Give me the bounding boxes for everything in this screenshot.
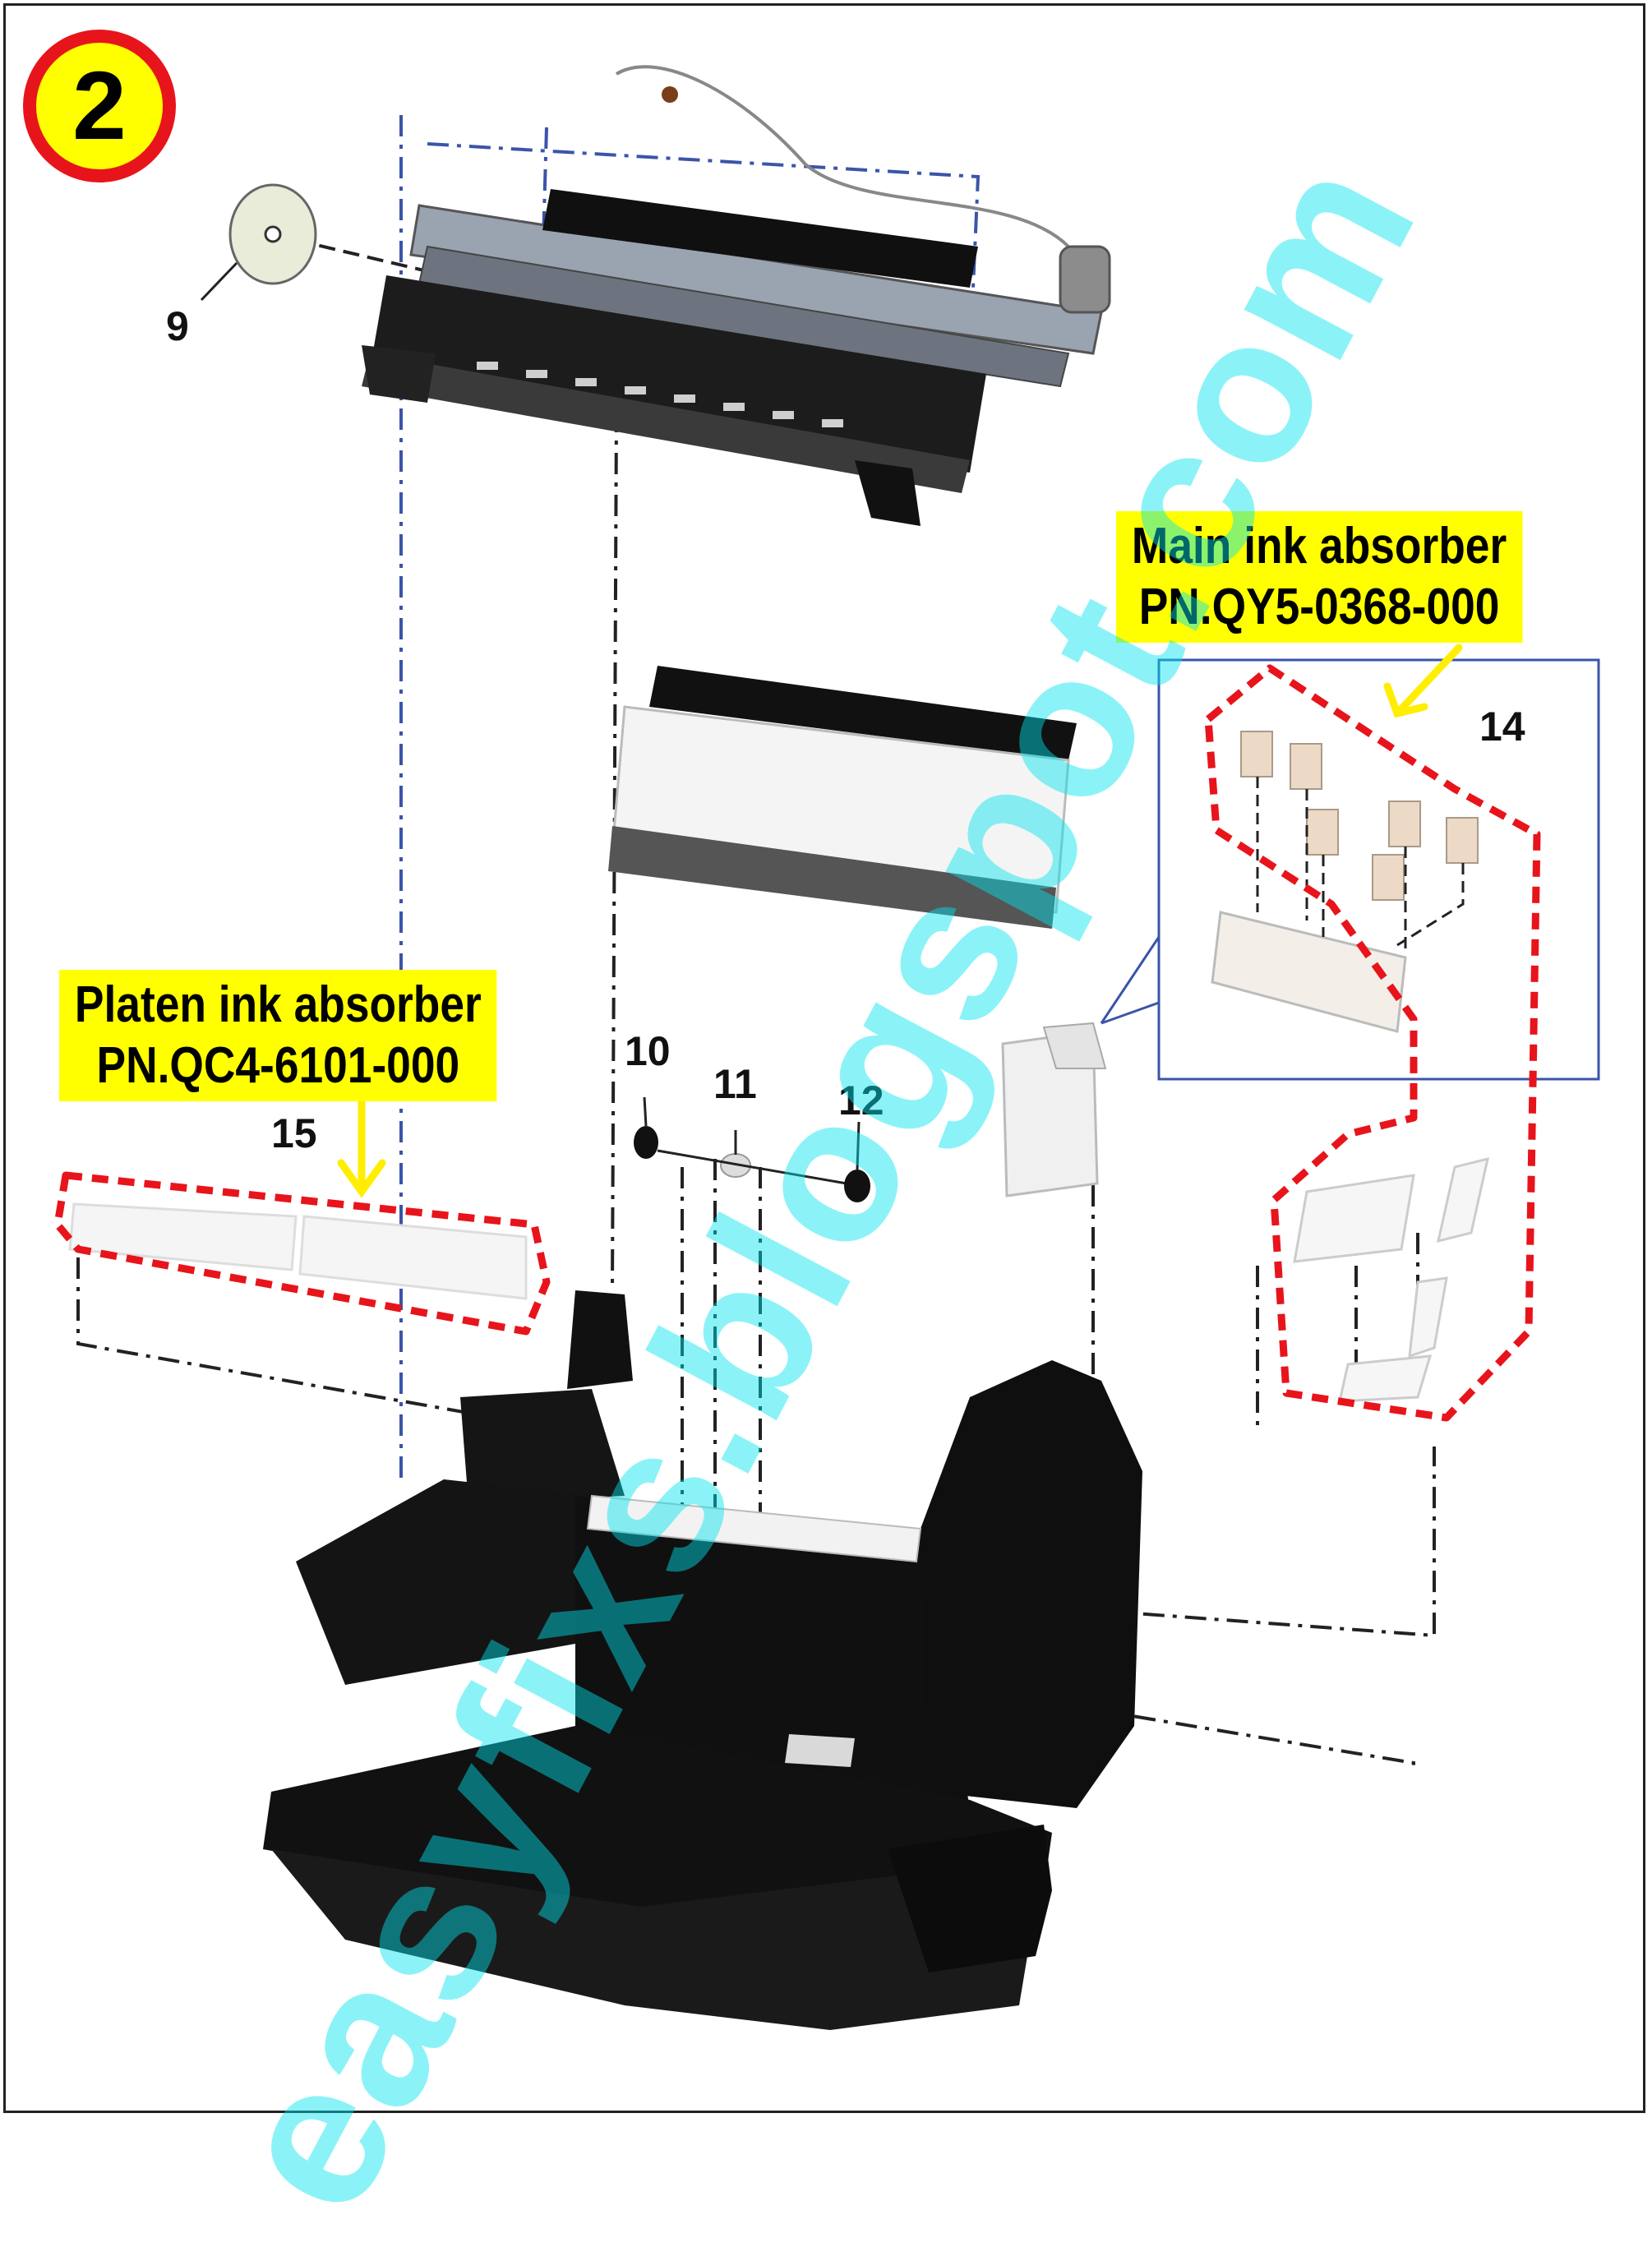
roller-parts (634, 1096, 870, 1202)
part-label-14: 14 (1479, 704, 1525, 750)
roller-part-10 (634, 1126, 658, 1159)
main-absorber-title: Main ink absorber (1131, 518, 1507, 574)
main-absorber-outline (1204, 664, 1541, 1422)
pointer-arrows (337, 644, 1463, 1198)
main-absorber-arrow (1393, 644, 1463, 717)
main-absorber-callout: Main ink absorber PN.QY5-0368-000 (1116, 511, 1523, 643)
absorber-sheets-lower (1293, 1156, 1489, 1403)
zoom-inset (1100, 658, 1600, 1081)
part-label-12: 12 (838, 1077, 884, 1124)
step-number-badge: 2 (23, 30, 176, 182)
highlight-outlines (53, 664, 1541, 1422)
absorber-holder (1001, 1022, 1107, 1197)
platen-absorber-title: Platen ink absorber (74, 976, 482, 1033)
roller-part-12 (844, 1170, 870, 1202)
platen-absorber-part-number: PN.QC4-6101-000 (96, 1037, 460, 1094)
part-label-11: 11 (713, 1061, 757, 1107)
page-frame (3, 3, 1645, 2113)
main-absorber-part-number: PN.QY5-0368-000 (1138, 579, 1500, 635)
print-engine-assembly (362, 65, 1111, 526)
part-label-10: 10 (625, 1028, 671, 1074)
printer-chassis (263, 1290, 1142, 2030)
platen-module (608, 666, 1077, 929)
platen-absorber-outline (53, 1171, 551, 1336)
exploded-diagram (53, 65, 1600, 2030)
platen-absorber-sheets (68, 1202, 528, 1300)
gear-disc-part-9 (200, 183, 317, 302)
part-label-15: 15 (271, 1110, 317, 1156)
platen-absorber-callout: Platen ink absorber PN.QC4-6101-000 (59, 970, 497, 1101)
part-label-9: 9 (166, 303, 189, 349)
